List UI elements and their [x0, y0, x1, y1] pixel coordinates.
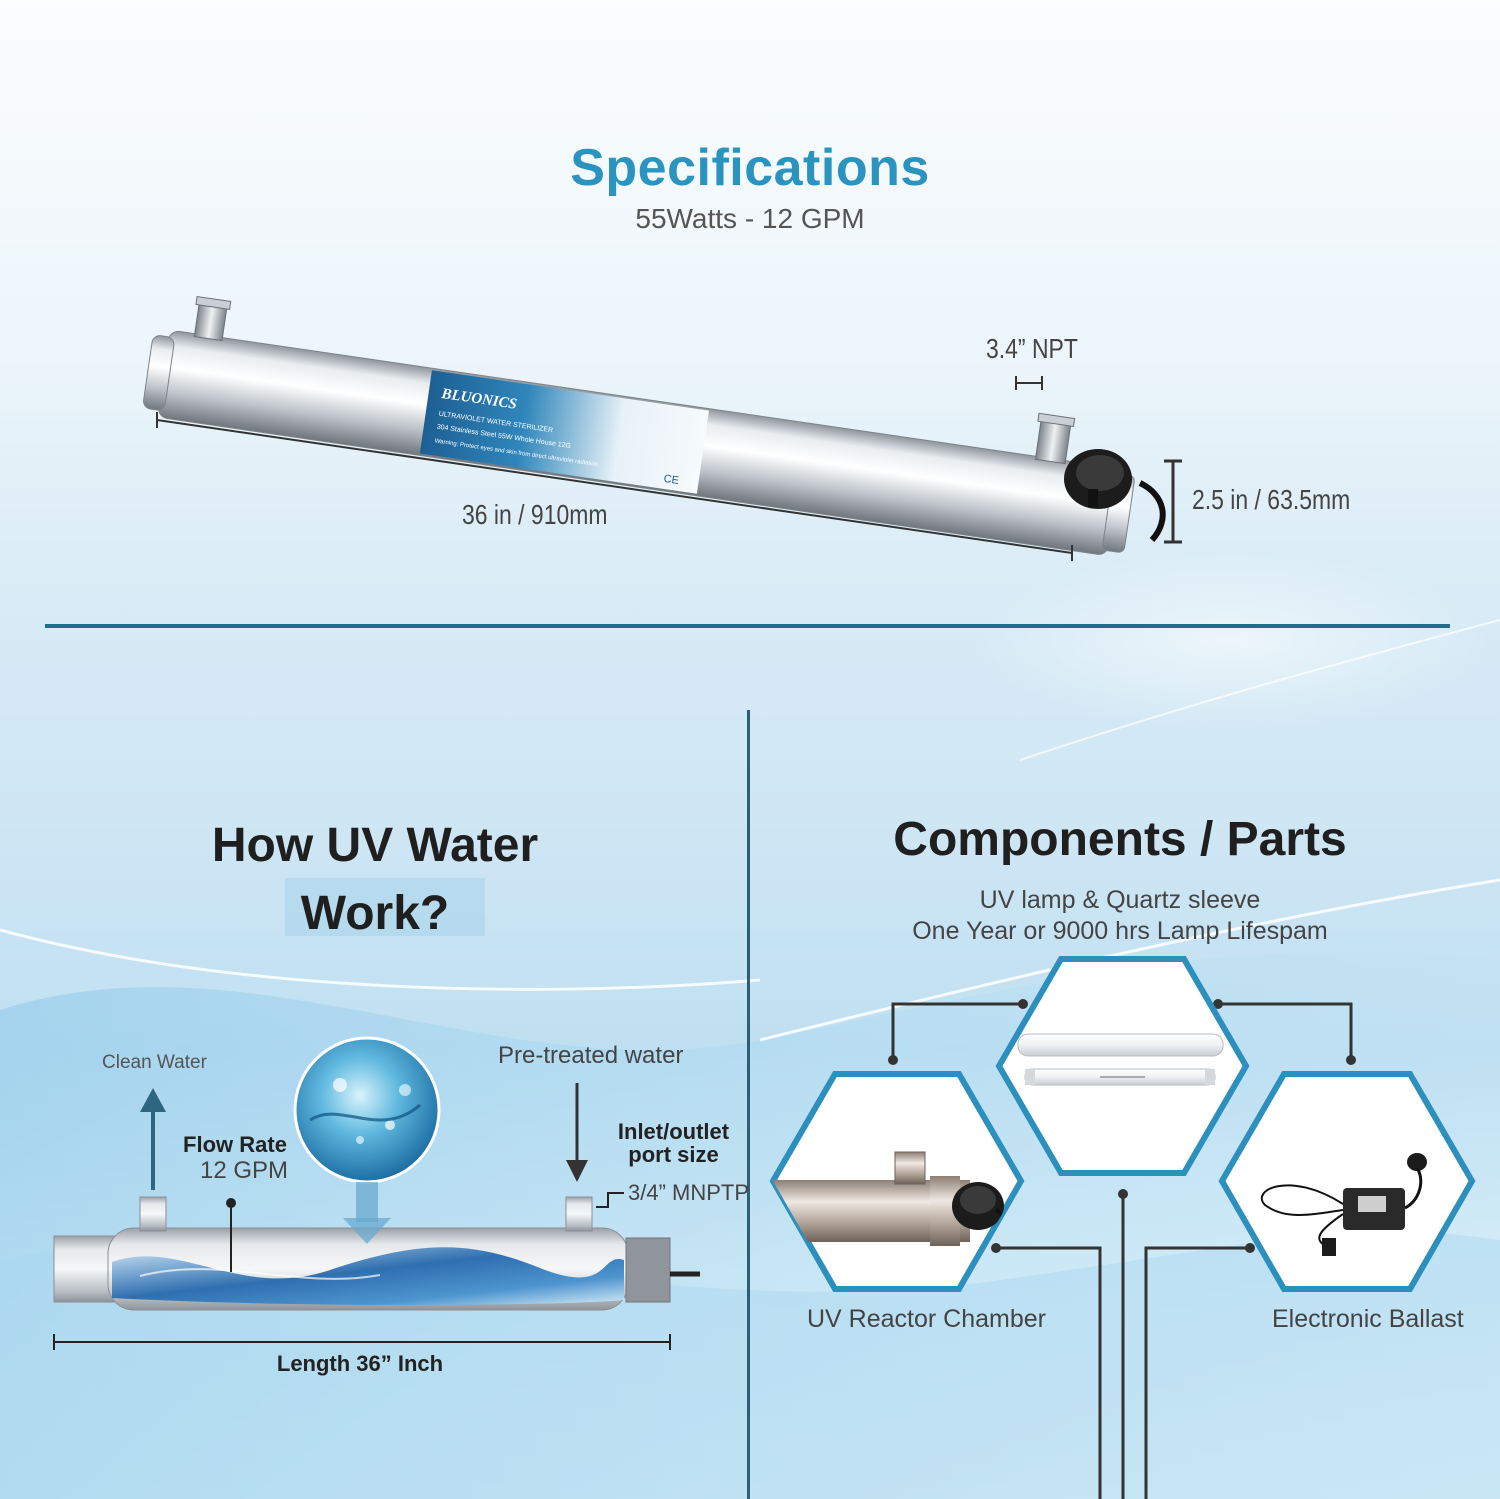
hex-electronic-ballast	[1218, 1071, 1476, 1292]
title-highlight	[285, 878, 485, 936]
specifications-title: Specifications	[570, 139, 930, 197]
how-it-works-title: How UV Water Work?	[211, 819, 539, 940]
port-size-value: 3/4” MNPTP	[628, 1180, 750, 1205]
diameter-dimension-label: 2.5 in / 63.5mm	[1192, 484, 1351, 515]
section-divider	[45, 624, 1450, 628]
svg-text:CE: CE	[663, 473, 680, 487]
flow-rate-label: Flow Rate	[183, 1132, 287, 1157]
pretreated-water-label: Pre-treated water	[498, 1042, 684, 1069]
electronic-ballast-label: Electronic Ballast	[1272, 1305, 1464, 1333]
port-dimension-label: 3.4” NPT	[986, 333, 1078, 364]
column-divider	[747, 710, 750, 1499]
length-dimension-label: 36 in / 910mm	[462, 499, 608, 530]
hex-uv-lamp	[995, 956, 1250, 1176]
flow-rate-value: 12 GPM	[200, 1157, 289, 1184]
length-label: Length 36” Inch	[276, 1351, 444, 1376]
components-subtitle: UV lamp & Quartz sleeve One Year or 9000…	[912, 886, 1328, 945]
clean-water-label: Clean Water	[102, 1052, 207, 1073]
uv-reactor-label: UV Reactor Chamber	[807, 1305, 1046, 1333]
port-size-label: Inlet/outlet port size	[617, 1119, 730, 1167]
specifications-subtitle: 55Watts - 12 GPM	[635, 203, 865, 234]
uv-sterilizer-image: BLUONICS ULTRAVIOLET WATER STERILIZER 30…	[143, 295, 1166, 555]
components-title: Components / Parts	[893, 813, 1347, 866]
